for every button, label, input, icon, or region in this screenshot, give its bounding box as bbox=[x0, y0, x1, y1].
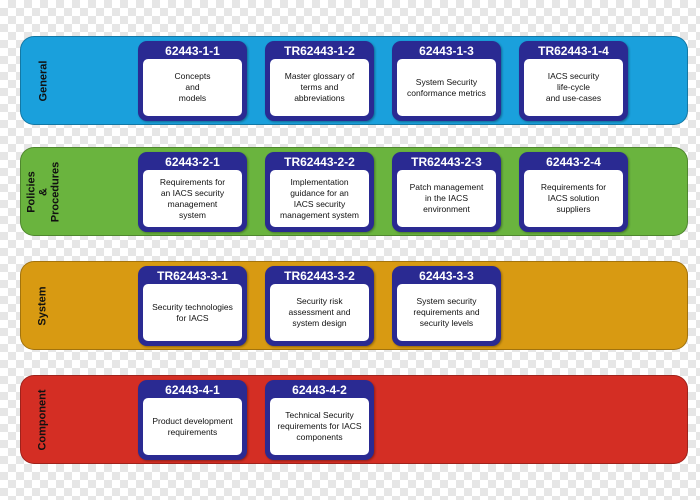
card-description: Technical Security requirements for IACS… bbox=[277, 410, 362, 442]
card-62443-4-2: 62443-4-2 Technical Security requirement… bbox=[265, 380, 374, 460]
band-label-component: Component bbox=[21, 376, 65, 463]
card-body: Implementation guidance for an IACS secu… bbox=[270, 170, 369, 227]
card-description: Security technologies for IACS bbox=[152, 301, 233, 323]
card-62443-1-3: 62443-1-3 System Security conformance me… bbox=[392, 41, 501, 121]
band-label-system: System bbox=[21, 262, 65, 349]
card-body: Master glossary of terms and abbreviatio… bbox=[270, 59, 369, 116]
band-label-text: Component bbox=[37, 388, 50, 451]
card-tr62443-1-2: TR62443-1-2 Master glossary of terms and… bbox=[265, 41, 374, 121]
card-title: 62443-3-3 bbox=[419, 269, 474, 283]
card-title: TR62443-3-1 bbox=[157, 269, 228, 283]
card-62443-1-1: 62443-1-1 Concepts and models bbox=[138, 41, 247, 121]
card-title: 62443-2-4 bbox=[546, 155, 601, 169]
card-description: Patch management in the IACS environment bbox=[409, 182, 484, 214]
card-title: 62443-2-1 bbox=[165, 155, 220, 169]
band-label-text: Policies & Procedures bbox=[25, 161, 61, 222]
band-label-general: General bbox=[21, 37, 65, 124]
card-body: System security requirements and securit… bbox=[397, 284, 496, 341]
card-tr62443-1-4: TR62443-1-4 IACS security life-cycle and… bbox=[519, 41, 628, 121]
card-body: Product development requirements bbox=[143, 398, 242, 455]
band-component: Component 62443-4-1 Product development … bbox=[20, 375, 688, 464]
card-title: TR62443-2-2 bbox=[284, 155, 355, 169]
band-general: General 62443-1-1 Concepts and models TR… bbox=[20, 36, 688, 125]
card-description: Implementation guidance for an IACS secu… bbox=[280, 176, 359, 220]
band-label-text: System bbox=[36, 285, 49, 326]
card-body: IACS security life-cycle and use-cases bbox=[524, 59, 623, 116]
card-description: Requirements for an IACS security manage… bbox=[159, 176, 226, 220]
card-description: System Security conformance metrics bbox=[407, 76, 486, 98]
card-tr62443-2-2: TR62443-2-2 Implementation guidance for … bbox=[265, 152, 374, 232]
card-body: Requirements for an IACS security manage… bbox=[143, 170, 242, 227]
card-62443-4-1: 62443-4-1 Product development requiremen… bbox=[138, 380, 247, 460]
card-description: Master glossary of terms and abbreviatio… bbox=[284, 71, 355, 103]
card-body: Requirements for IACS solution suppliers bbox=[524, 170, 623, 227]
card-body: System Security conformance metrics bbox=[397, 59, 496, 116]
card-body: Technical Security requirements for IACS… bbox=[270, 398, 369, 455]
band-label-text: General bbox=[37, 60, 49, 101]
card-62443-3-3: 62443-3-3 System security requirements a… bbox=[392, 266, 501, 346]
card-description: System security requirements and securit… bbox=[413, 296, 480, 328]
card-title: TR62443-1-2 bbox=[284, 44, 355, 58]
card-tr62443-2-3: TR62443-2-3 Patch management in the IACS… bbox=[392, 152, 501, 232]
card-description: Concepts and models bbox=[174, 71, 211, 103]
card-body: Patch management in the IACS environment bbox=[397, 170, 496, 227]
card-title: TR62443-1-4 bbox=[538, 44, 609, 58]
card-body: Security technologies for IACS bbox=[143, 284, 242, 341]
card-body: Concepts and models bbox=[143, 59, 242, 116]
card-title: 62443-4-2 bbox=[292, 383, 347, 397]
band-policies-procedures: Policies & Procedures 62443-2-1 Requirem… bbox=[20, 147, 688, 236]
card-description: IACS security life-cycle and use-cases bbox=[545, 71, 602, 103]
band-system: System TR62443-3-1 Security technologies… bbox=[20, 261, 688, 350]
card-tr62443-3-2: TR62443-3-2 Security risk assessment and… bbox=[265, 266, 374, 346]
card-tr62443-3-1: TR62443-3-1 Security technologies for IA… bbox=[138, 266, 247, 346]
card-title: 62443-1-1 bbox=[165, 44, 220, 58]
card-body: Security risk assessment and system desi… bbox=[270, 284, 369, 341]
card-description: Product development requirements bbox=[152, 415, 233, 437]
card-title: TR62443-2-3 bbox=[411, 155, 482, 169]
card-title: TR62443-3-2 bbox=[284, 269, 355, 283]
card-description: Requirements for IACS solution suppliers bbox=[540, 182, 607, 214]
card-description: Security risk assessment and system desi… bbox=[288, 296, 351, 328]
card-62443-2-1: 62443-2-1 Requirements for an IACS secur… bbox=[138, 152, 247, 232]
card-title: 62443-4-1 bbox=[165, 383, 220, 397]
card-62443-2-4: 62443-2-4 Requirements for IACS solution… bbox=[519, 152, 628, 232]
card-title: 62443-1-3 bbox=[419, 44, 474, 58]
band-label-policies-procedures: Policies & Procedures bbox=[21, 148, 65, 235]
